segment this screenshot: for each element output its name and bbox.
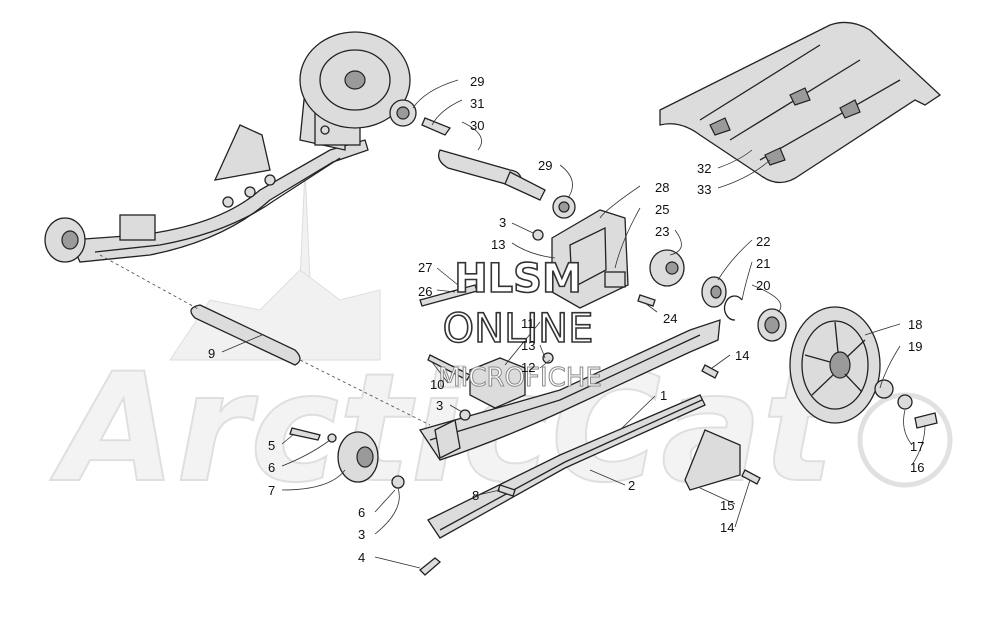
callout-18: 18 <box>908 317 922 332</box>
callout-29-mid: 29 <box>538 158 552 173</box>
callout-31: 31 <box>470 96 484 111</box>
callout-14-lower: 14 <box>720 520 734 535</box>
callout-2: 2 <box>628 478 635 493</box>
watermark-line1: HLSM <box>454 256 582 302</box>
callout-30: 30 <box>470 118 484 133</box>
callout-7: 7 <box>268 483 275 498</box>
callout-27: 27 <box>418 260 432 275</box>
callout-25: 25 <box>655 202 669 217</box>
leader-lines <box>221 79 926 569</box>
large-idler-wheel <box>789 306 938 429</box>
callout-11: 11 <box>521 316 535 331</box>
callout-16: 16 <box>910 460 924 475</box>
callout-23: 23 <box>655 224 669 239</box>
callout-24: 24 <box>663 311 677 326</box>
callout-21: 21 <box>756 256 770 271</box>
callout-3-mid: 3 <box>436 398 443 413</box>
watermark: HLSM ONLINE MICROFICHE <box>438 255 603 393</box>
watermark-line2: ONLINE <box>443 306 594 352</box>
callout-26: 26 <box>418 284 432 299</box>
callout-32: 32 <box>697 161 711 176</box>
callout-28: 28 <box>655 180 669 195</box>
bogie-block <box>459 229 554 421</box>
callout-29-top: 29 <box>470 74 484 89</box>
callout-22: 22 <box>756 234 770 249</box>
callout-19: 19 <box>908 339 922 354</box>
fasteners <box>289 284 761 576</box>
callout-3-lower: 3 <box>358 527 365 542</box>
callout-9: 9 <box>208 346 215 361</box>
callout-10: 10 <box>430 377 444 392</box>
callout-6-upper: 6 <box>268 460 275 475</box>
cross-shaft <box>99 254 431 426</box>
callout-14-right: 14 <box>735 348 749 363</box>
callout-13-upper: 13 <box>491 237 505 252</box>
callout-8: 8 <box>472 488 479 503</box>
callout-33: 33 <box>697 182 711 197</box>
callout-12: 12 <box>521 360 535 375</box>
callout-17: 17 <box>910 439 924 454</box>
lower-front-wheel <box>337 431 405 489</box>
callout-4: 4 <box>358 550 365 565</box>
callout-6-lower: 6 <box>358 505 365 520</box>
hub-parts <box>649 249 787 342</box>
callout-3-upper: 3 <box>499 215 506 230</box>
callout-15: 15 <box>720 498 734 513</box>
upper-idler-wheel <box>299 31 411 129</box>
lower-slide-rail <box>418 319 741 539</box>
track-section <box>659 21 942 184</box>
callout-5: 5 <box>268 438 275 453</box>
watermark-line3: MICROFICHE <box>438 363 602 393</box>
mounting-bracket <box>551 209 629 309</box>
callout-13-lower: 13 <box>521 338 535 353</box>
callout-labels: 29 31 30 29 28 25 3 13 23 22 21 20 27 26… <box>208 74 924 565</box>
axle-assembly <box>389 99 576 219</box>
callout-20: 20 <box>756 278 770 293</box>
front-wheel-upper <box>44 214 156 263</box>
callout-1: 1 <box>660 388 667 403</box>
